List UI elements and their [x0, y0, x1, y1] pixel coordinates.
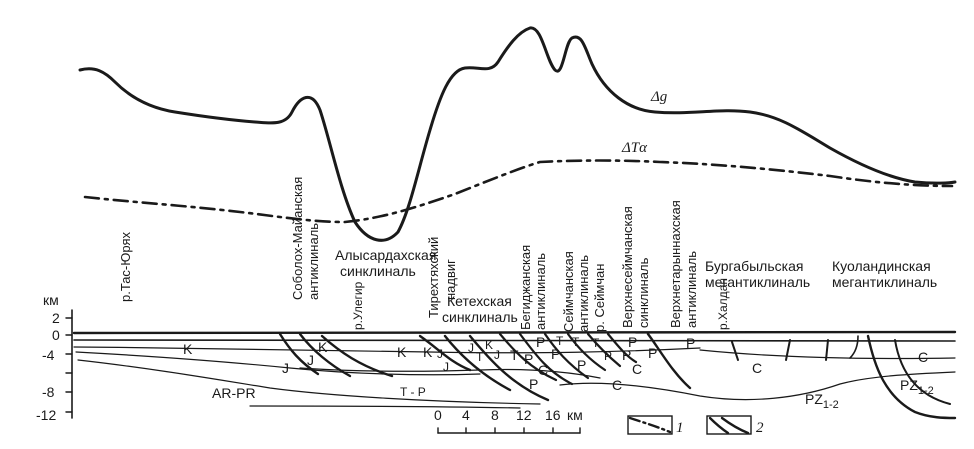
unit-PZ-1-main: PZ	[805, 391, 823, 407]
label-sobolokh-mayan-type: антиклиналь	[306, 223, 321, 300]
unit-P-2: P	[536, 334, 545, 350]
label-kuolandin: Куоландинская	[832, 258, 931, 274]
label-river-ulegir: р.Улегир	[351, 281, 365, 330]
gravity-anomaly-curve	[78, 26, 957, 242]
unit-PZ-2-sub: 1-2	[918, 385, 934, 397]
label-begidzhan: Бегиджанская	[518, 245, 533, 330]
magnetic-curve-label: ΔTα	[621, 140, 648, 156]
scale-unit: км	[567, 407, 583, 423]
unit-T-5: T	[592, 336, 600, 350]
scale-tick-0: 0	[434, 407, 442, 423]
unit-P-9: P	[686, 335, 695, 351]
label-tirekhtyakh-type: надвиг	[443, 259, 458, 300]
depth-tick-8: -8	[42, 384, 55, 400]
label-river-khaldan: р.Халдан	[716, 278, 730, 330]
depth-tick-12: -12	[36, 407, 56, 423]
label-seymchan: Сеймчанская	[561, 251, 576, 332]
scale-tick-12: 12	[516, 407, 532, 423]
unit-T-P: T - P	[400, 385, 426, 399]
unit-P-10: P	[529, 376, 538, 392]
unit-T-3: T	[556, 334, 564, 348]
unit-PZ-1-sub: 1-2	[823, 399, 839, 411]
label-ketekh-type: синклиналь	[442, 309, 518, 325]
unit-J-1: J	[282, 360, 289, 376]
unit-P-3: P	[551, 346, 560, 362]
label-alysardakh-type: синклиналь	[340, 263, 416, 279]
label-sobolokh-mayan: Соболох-Майанская	[290, 177, 305, 300]
unit-C-4: C	[752, 360, 762, 376]
unit-C-1: C	[538, 362, 548, 378]
unit-PZ-2: PZ1-2	[900, 377, 934, 397]
unit-C-3: C	[612, 377, 622, 393]
unit-J-3: J	[437, 347, 443, 361]
unit-P-6: P	[628, 334, 637, 350]
unit-K-2: K	[318, 339, 328, 355]
label-tirekhtyakh: Тирехтяхский	[426, 237, 441, 318]
depth-tick-2: 2	[52, 310, 60, 326]
legend-swatch-2	[706, 415, 752, 435]
legend-label-2: 2	[756, 420, 764, 436]
label-verkhneseymchan: Верхнесеймчанская	[620, 206, 635, 328]
unit-J-4: J	[443, 360, 449, 374]
label-verkhnetarynnakh-type: антиклиналь	[684, 251, 699, 328]
unit-PZ-1: PZ1-2	[805, 391, 839, 411]
gravity-curve-label: Δg	[650, 89, 668, 105]
cross-section-lines	[72, 330, 957, 409]
depth-tick-4: -4	[42, 347, 55, 363]
label-verkhnetarynnakh: Верхнетарыннахская	[668, 200, 683, 328]
unit-K-5: K	[485, 338, 493, 352]
unit-K-3: K	[397, 344, 407, 360]
depth-tick-0: 0	[52, 327, 60, 343]
legend-swatch-1	[627, 415, 673, 435]
label-burgabyl-type: мегантиклиналь	[705, 274, 810, 290]
scale-tick-16: 16	[545, 407, 561, 423]
scale-tick-4: 4	[462, 407, 470, 423]
label-kuolandin-type: мегантиклиналь	[832, 274, 937, 290]
label-river-seymchan: р. Сеймчан	[592, 264, 607, 332]
unit-PZ-2-main: PZ	[900, 377, 918, 393]
unit-K-4: K	[423, 344, 433, 360]
unit-J-5: J	[468, 341, 474, 355]
label-seymchan-type: антиклиналь	[576, 255, 591, 332]
scale-tick-8: 8	[491, 407, 499, 423]
legend-label-1: 1	[676, 420, 684, 436]
label-ketekh: Кетехская	[447, 293, 512, 309]
label-burgabyl: Бургабыльская	[705, 258, 803, 274]
unit-P-8: P	[648, 345, 657, 361]
unit-P-5: P	[604, 349, 612, 363]
label-alysardakh: Алысардахская	[335, 247, 436, 263]
unit-J-6: J	[494, 348, 500, 362]
unit-C-2: C	[632, 361, 642, 377]
unit-J-2: J	[307, 352, 314, 368]
unit-T-2: T	[510, 347, 519, 363]
depth-axis	[65, 309, 73, 419]
unit-K-1: K	[183, 341, 193, 357]
scale-bar	[437, 427, 581, 434]
unit-AR-PR: AR-PR	[212, 385, 256, 401]
unit-T-4: T	[572, 335, 580, 349]
faults	[278, 332, 957, 420]
depth-axis-unit: км	[43, 292, 59, 308]
unit-C-5: C	[918, 349, 928, 365]
label-verkhneseymchan-type: синклиналь	[636, 257, 651, 328]
unit-T-1: T	[476, 350, 484, 364]
label-begidzhan-type: антиклиналь	[533, 253, 548, 330]
unit-P-4: P	[577, 357, 586, 373]
label-river-tas-yuryakh: р.Тас-Юрях	[118, 231, 133, 302]
unit-P-1: P	[524, 351, 533, 367]
magnetic-anomaly-curve	[83, 159, 954, 224]
unit-P-7: P	[622, 347, 631, 363]
